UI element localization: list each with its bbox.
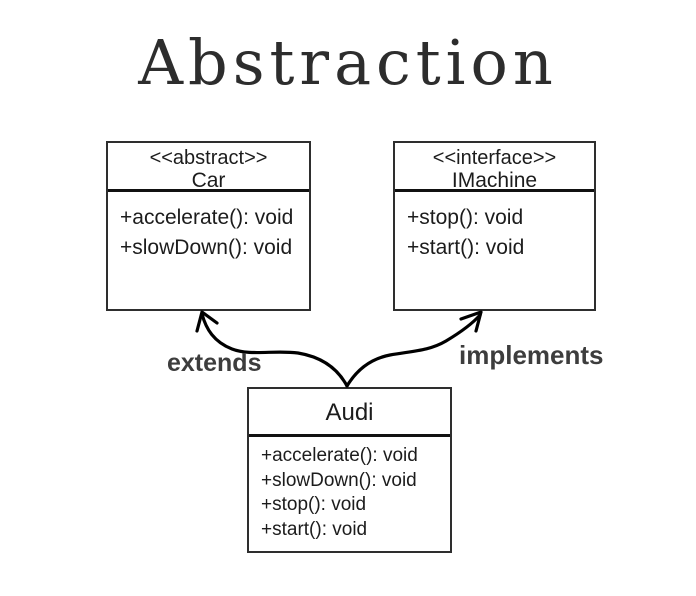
- audi-header: Audi: [249, 389, 450, 437]
- audi-class-name: Audi: [325, 399, 374, 426]
- class-box-imachine: <<interface>> IMachine +stop(): void +st…: [393, 141, 596, 311]
- audi-methods: +accelerate(): void +slowDown(): void +s…: [249, 437, 450, 542]
- imachine-header: <<interface>> IMachine: [395, 143, 594, 192]
- imachine-class-name: IMachine: [451, 169, 538, 192]
- implements-label: implements: [459, 340, 604, 370]
- class-box-car: <<abstract>> Car +accelerate(): void +sl…: [106, 141, 311, 311]
- implements-arrowhead-icon: [459, 310, 483, 333]
- extends-label: extends: [167, 349, 262, 377]
- car-methods: +accelerate(): void +slowDown(): void: [108, 192, 309, 263]
- class-box-audi: Audi +accelerate(): void +slowDown(): vo…: [247, 387, 452, 553]
- audi-method-stop: +stop(): void: [261, 494, 367, 515]
- imachine-stereotype: <<interface>>: [432, 147, 557, 169]
- audi-method-start: +start(): void: [261, 518, 368, 540]
- car-method-slowdown: +slowDown(): void: [120, 236, 293, 259]
- car-stereotype: <<abstract>>: [149, 147, 268, 169]
- extends-arrowhead-icon: [195, 310, 219, 333]
- audi-method-slowdown: +slowDown(): void: [261, 469, 417, 491]
- car-class-name: Car: [191, 169, 226, 192]
- imachine-method-start: +start(): void: [407, 236, 525, 259]
- diagram-title: Abstraction: [138, 26, 558, 99]
- car-method-accelerate: +accelerate(): void: [120, 206, 294, 229]
- imachine-method-stop: +stop(): void: [407, 206, 524, 229]
- audi-method-accelerate: +accelerate(): void: [261, 445, 418, 466]
- car-header: <<abstract>> Car: [108, 143, 309, 192]
- imachine-methods: +stop(): void +start(): void: [395, 192, 594, 263]
